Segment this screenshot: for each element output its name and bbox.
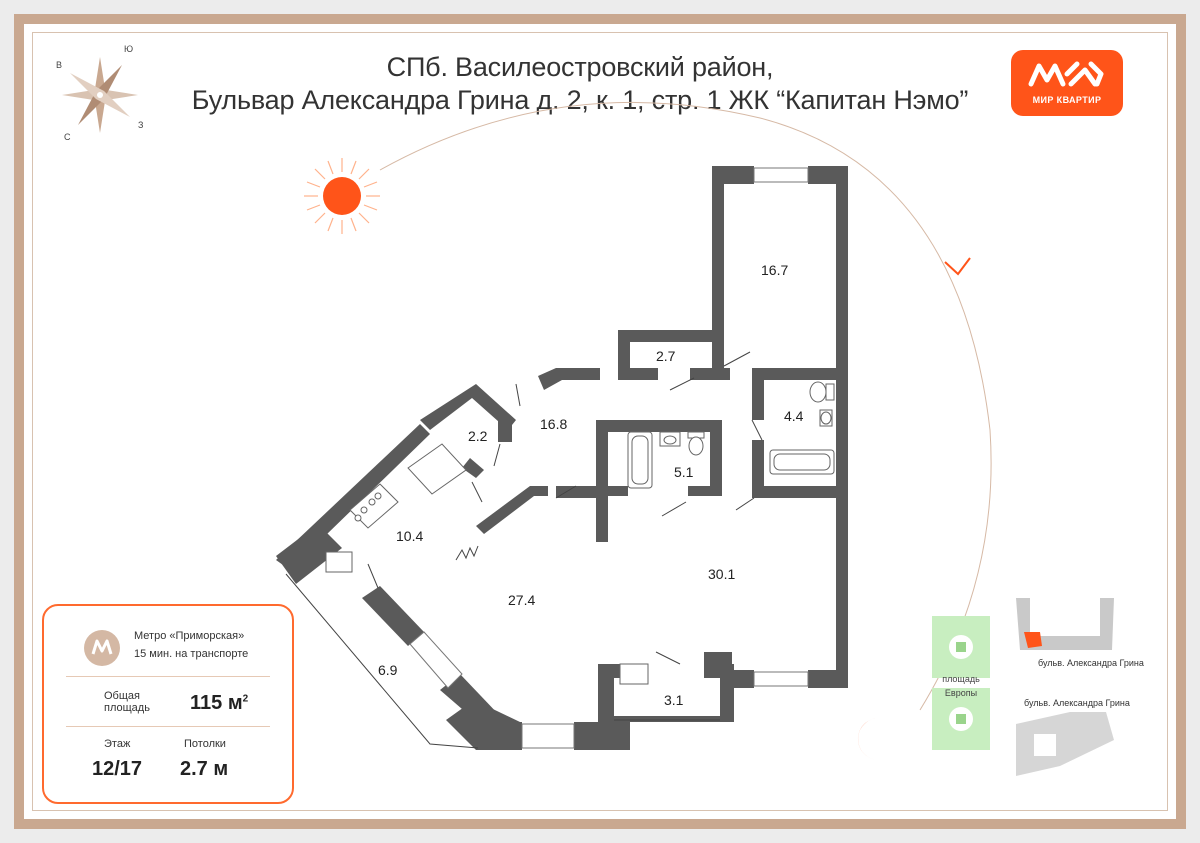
room-area-label: 10.4 bbox=[396, 528, 424, 544]
divider bbox=[66, 676, 270, 677]
compass-rose-icon bbox=[62, 57, 138, 133]
street-label: бульв. Александра Грина bbox=[1038, 658, 1144, 668]
room-area-label: 30.1 bbox=[708, 566, 736, 582]
room-area-label: 6.9 bbox=[378, 662, 398, 678]
metro-station: Метро «Приморская» bbox=[134, 630, 245, 642]
square-label: площадь bbox=[942, 674, 980, 684]
room-area-label: 2.7 bbox=[656, 348, 676, 364]
sun-icon bbox=[304, 158, 380, 234]
room-area-label: 2.2 bbox=[468, 428, 488, 444]
total-area-label: Общая площадь bbox=[104, 690, 150, 714]
logo-mark-icon bbox=[1028, 61, 1104, 87]
inner-frame-line bbox=[32, 32, 1168, 811]
total-area-value: 115 м2 bbox=[190, 692, 249, 714]
sun-path-arc bbox=[379, 101, 992, 711]
metro-travel-time: 15 мин. на транспорте bbox=[134, 648, 249, 660]
compass-label-west: В bbox=[56, 60, 63, 70]
compass-label-north: Ю bbox=[124, 44, 134, 54]
room-area-label: 3.1 bbox=[664, 692, 684, 708]
divider bbox=[66, 726, 270, 727]
area-unit-superscript: 2 bbox=[242, 693, 249, 705]
room-area-label: 5.1 bbox=[674, 464, 694, 480]
compass-label-south: С bbox=[64, 132, 71, 142]
square-label: Европы bbox=[944, 688, 978, 698]
metro-icon bbox=[84, 630, 120, 666]
compass-label-east: З bbox=[138, 120, 144, 130]
ceiling-value: 2.7 м bbox=[180, 758, 229, 780]
brand-logo: МИР КВАРТИР bbox=[1011, 50, 1123, 116]
address-line-1: СПб. Василеостровский район, bbox=[386, 52, 774, 82]
logo-text: МИР КВАРТИР bbox=[1032, 95, 1102, 105]
location-mini-map bbox=[932, 598, 1114, 776]
walls bbox=[276, 166, 848, 750]
street-label: бульв. Александра Грина bbox=[1024, 698, 1130, 708]
moon-icon bbox=[857, 717, 880, 760]
door-lines bbox=[285, 351, 763, 749]
apartment-info-card: Метро «Приморская» 15 мин. на транспорте… bbox=[42, 604, 294, 804]
fixtures bbox=[325, 381, 835, 685]
room-area-label: 16.7 bbox=[761, 262, 789, 278]
room-area-label: 4.4 bbox=[784, 408, 804, 424]
ceiling-label: Потолки bbox=[184, 738, 226, 750]
sun-path-arrow-icon bbox=[944, 257, 971, 276]
floor-value: 12/17 bbox=[92, 758, 143, 780]
room-area-label: 16.8 bbox=[540, 416, 568, 432]
address-line-2: Бульвар Александра Грина д. 2, к. 1, стр… bbox=[191, 85, 969, 115]
floor-label: Этаж bbox=[104, 738, 131, 750]
room-area-label: 27.4 bbox=[508, 592, 536, 608]
windows bbox=[409, 167, 809, 749]
